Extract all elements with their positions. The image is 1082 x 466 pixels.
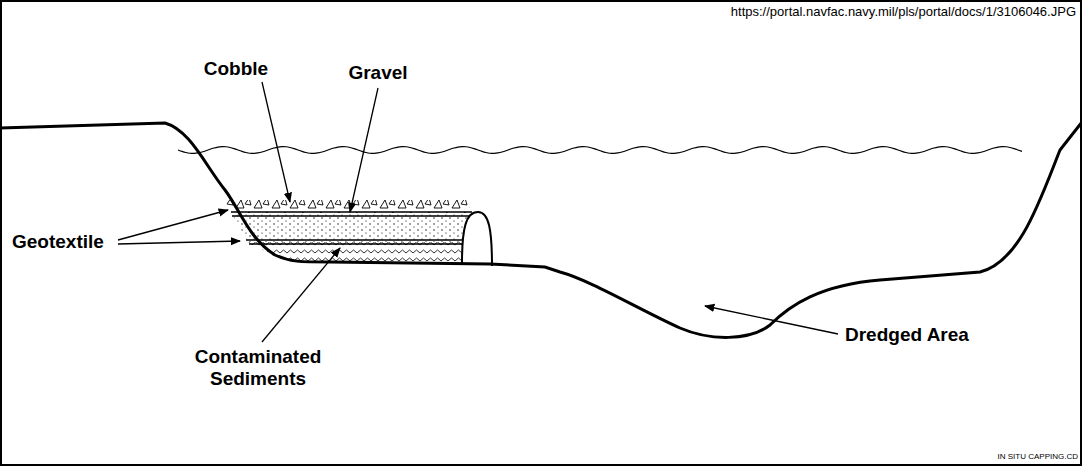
- part-label: Dredged Area: [845, 324, 969, 346]
- leader-line: [262, 82, 290, 202]
- source-url: https://portal.navfac.navy.mil/pls/porta…: [731, 5, 1076, 20]
- leader-line: [262, 248, 340, 342]
- geotextile-lower: [246, 240, 470, 244]
- ground-profile: [0, 122, 1082, 337]
- cobble-layer: [224, 200, 470, 213]
- leader-lines: [118, 82, 838, 342]
- contaminated-layer: [248, 242, 470, 263]
- gravel-layer: [232, 214, 470, 242]
- leader-line: [350, 88, 378, 212]
- leader-line: [118, 210, 228, 240]
- part-label: Contaminated Sediments: [183, 346, 333, 390]
- leader-line: [705, 306, 838, 334]
- part-label: Cobble: [204, 58, 268, 80]
- part-label: Gravel: [348, 62, 407, 84]
- water-surface: [178, 147, 1022, 154]
- part-label: Geotextile: [12, 231, 104, 253]
- geotextile-upper: [231, 212, 472, 216]
- berm: [462, 212, 492, 266]
- file-name: IN SITU CAPPING.CD: [998, 452, 1078, 461]
- leader-line: [118, 241, 240, 244]
